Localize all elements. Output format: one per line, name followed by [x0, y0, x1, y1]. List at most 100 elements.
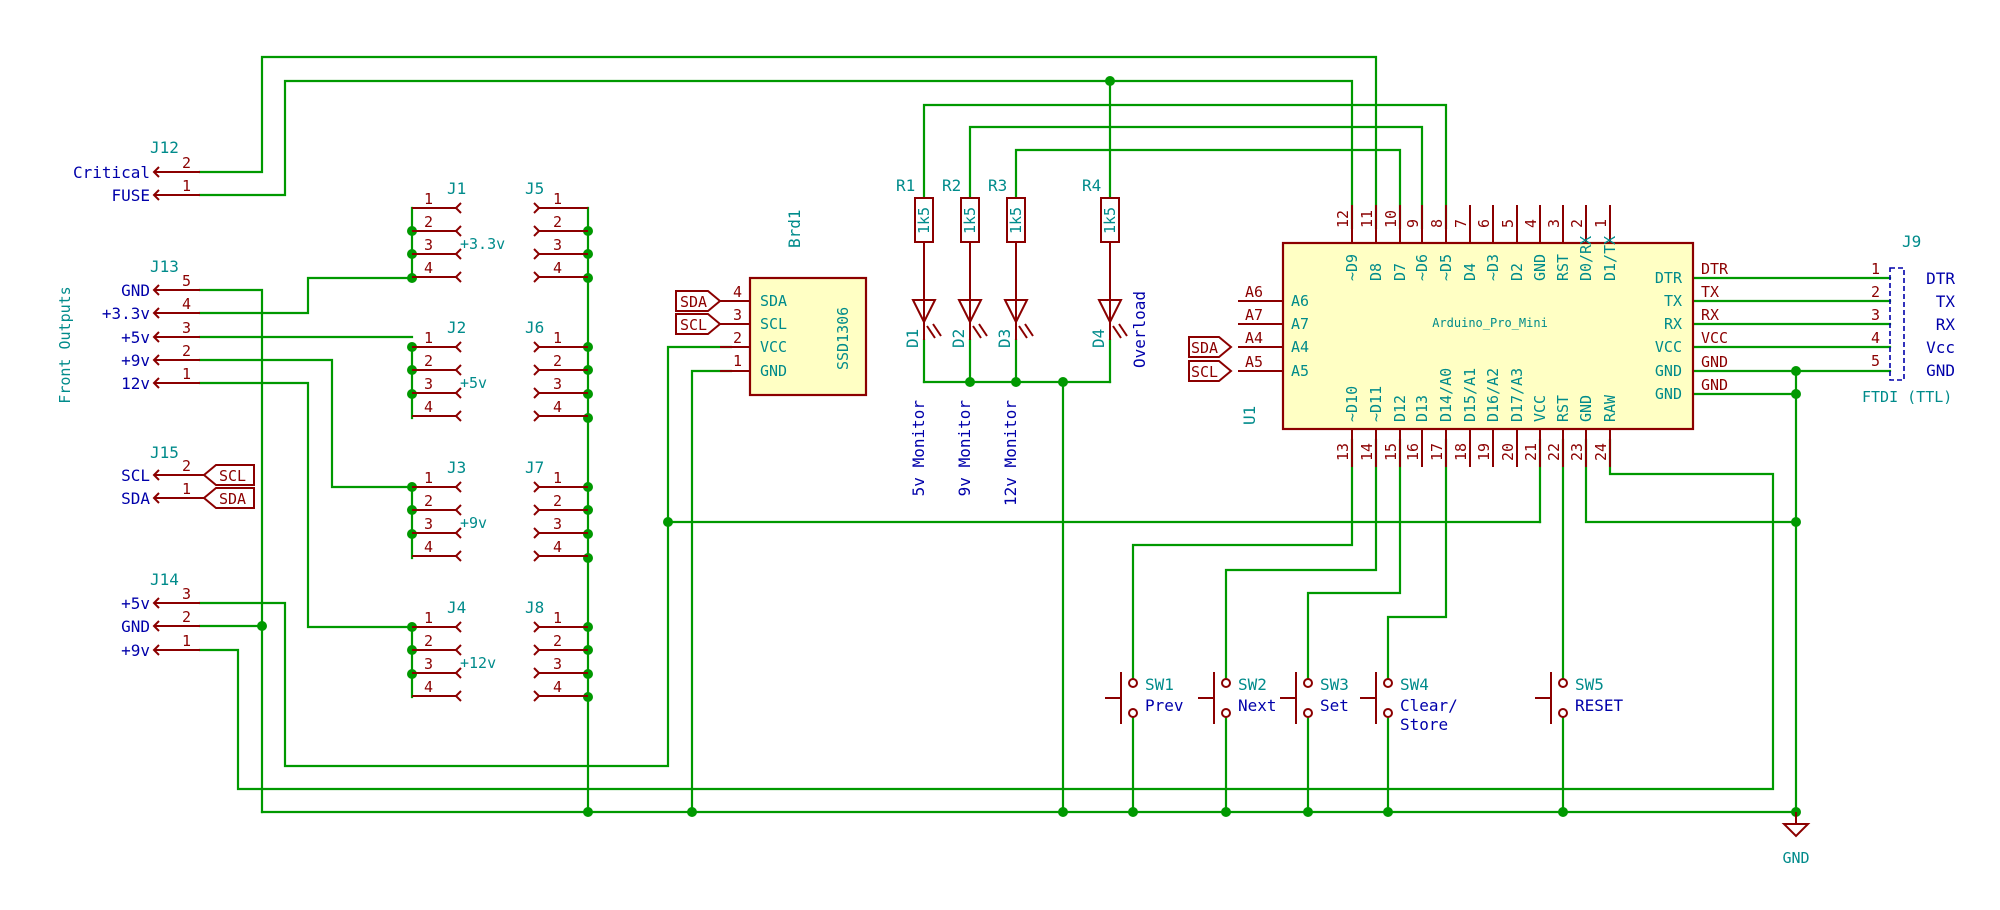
j13-pin1-label: 12v — [121, 374, 150, 393]
mcu-pin-name: GND — [1655, 362, 1682, 380]
header-pin — [412, 481, 462, 493]
wire-junction — [1558, 807, 1568, 817]
j9-pin-label: RX — [1936, 315, 1956, 334]
wire-junction — [663, 517, 673, 527]
mcu-pin-num: 8 — [1428, 219, 1446, 228]
header-pin-num: 3 — [424, 515, 433, 533]
mcu-net-label: RX — [1701, 306, 1719, 324]
j1-value: +3.3v — [460, 235, 505, 253]
j13-pin2-num: 2 — [182, 342, 191, 360]
wire-junction — [257, 621, 267, 631]
switch-ref: SW2 — [1238, 675, 1267, 694]
header-pin-num: 1 — [553, 469, 562, 487]
header-pin — [533, 690, 588, 702]
mcu-pin-name: D7 — [1391, 263, 1409, 281]
wire-junction — [1383, 807, 1393, 817]
mcu-pin-num: 10 — [1382, 210, 1400, 228]
header-pin-num: 1 — [553, 609, 562, 627]
header-pin — [412, 248, 462, 260]
mcu-pin-num: 17 — [1428, 443, 1446, 461]
j3-value: +9v — [460, 514, 487, 532]
mcu-pin-num: 22 — [1545, 443, 1563, 461]
mcu-pin-num: A4 — [1245, 329, 1263, 347]
led-arrows — [1112, 323, 1128, 339]
resistor-ref: R3 — [988, 176, 1007, 195]
mcu-pin-num: 19 — [1475, 443, 1493, 461]
wire-junction — [1011, 377, 1021, 387]
wire-junction — [1303, 807, 1313, 817]
mcu-pin-name: TX — [1664, 292, 1682, 310]
header-pin — [533, 504, 588, 516]
mcu-scl-tag: SCL — [1191, 363, 1218, 381]
mcu-pin-name: D8 — [1367, 263, 1385, 281]
led-arrows — [926, 323, 942, 339]
mcu-pin-num: 15 — [1382, 443, 1400, 461]
led-arrows — [972, 323, 988, 339]
led-label: 12v Monitor — [1001, 400, 1020, 506]
mcu-body — [1281, 241, 1695, 431]
mcu-pin-name: A7 — [1291, 315, 1309, 333]
mcu-pin-num: 18 — [1452, 443, 1470, 461]
mcu-value: Arduino_Pro_Mini — [1432, 316, 1548, 330]
switch-actuator — [1360, 672, 1377, 724]
switch-contact — [1221, 678, 1231, 688]
j9-pin-num: 1 — [1871, 260, 1880, 278]
header-pin-num: 2 — [553, 213, 562, 231]
header-pin — [412, 550, 462, 562]
wire-junction — [1128, 807, 1138, 817]
switch-ref: SW4 — [1400, 675, 1429, 694]
mcu-pin-name: ~D6 — [1413, 254, 1431, 281]
mcu-net-label: VCC — [1701, 329, 1728, 347]
mcu-pin-name: D17/A3 — [1508, 368, 1526, 422]
header-pin-num: 2 — [424, 352, 433, 370]
header-pin-num: 2 — [553, 632, 562, 650]
j13-ref: J13 — [150, 257, 179, 276]
display-pin-gnd-name: GND — [760, 362, 787, 380]
header-pin-num: 1 — [424, 609, 433, 627]
mcu-pin-name: A5 — [1291, 362, 1309, 380]
j9-pin-num: 2 — [1871, 283, 1880, 301]
header-pin-num: 3 — [424, 655, 433, 673]
j13-pin3-label: +5v — [121, 328, 150, 347]
j2-ref: J2 — [447, 318, 466, 337]
header-pin — [533, 621, 588, 633]
front-outputs-label: Front Outputs — [56, 286, 74, 403]
switch-ref: SW3 — [1320, 675, 1349, 694]
j14-pin1-label: +9v — [121, 641, 150, 660]
mcu-pin-num: 6 — [1475, 219, 1493, 228]
switch-contact — [1303, 678, 1313, 688]
wires — [198, 55, 1892, 814]
mcu-pin-name: D15/A1 — [1461, 368, 1479, 422]
mcu-pin-name: VCC — [1531, 395, 1549, 422]
mcu-pins: 12~D911D810D79~D68~D57D46~D35D24GND3RST2… — [1245, 205, 1729, 467]
mcu-pin-name: D12 — [1391, 395, 1409, 422]
j13-pin4-num: 4 — [182, 295, 191, 313]
wire-junction — [965, 377, 975, 387]
header-pin — [412, 225, 462, 237]
mcu-pin-name: ~D5 — [1437, 254, 1455, 281]
header-pin-num: 1 — [553, 329, 562, 347]
display-pin1-num: 1 — [733, 352, 742, 370]
mcu-pin-name: RST — [1554, 254, 1572, 281]
wire-junction — [583, 807, 593, 817]
mcu-net-label: TX — [1701, 283, 1719, 301]
header-pin-num: 1 — [424, 190, 433, 208]
j9-pin-num: 4 — [1871, 329, 1880, 347]
j14-pin2-num: 2 — [182, 608, 191, 626]
header-pin — [533, 387, 588, 399]
header-pin — [533, 271, 588, 283]
j13-pin1-num: 1 — [182, 365, 191, 383]
j13-pin5-label: GND — [121, 281, 150, 300]
j15-ref: J15 — [150, 443, 179, 462]
switch-label: RESET — [1575, 696, 1624, 715]
mcu-pin-name: D13 — [1413, 395, 1431, 422]
mcu-pin-num: 2 — [1568, 219, 1586, 228]
j9-pin-label: DTR — [1926, 269, 1955, 288]
display-sda-tag: SDA — [680, 293, 707, 311]
mcu-pin-name: ~D11 — [1367, 386, 1385, 422]
mcu-pin-name: GND — [1531, 254, 1549, 281]
header-pin — [412, 621, 462, 633]
